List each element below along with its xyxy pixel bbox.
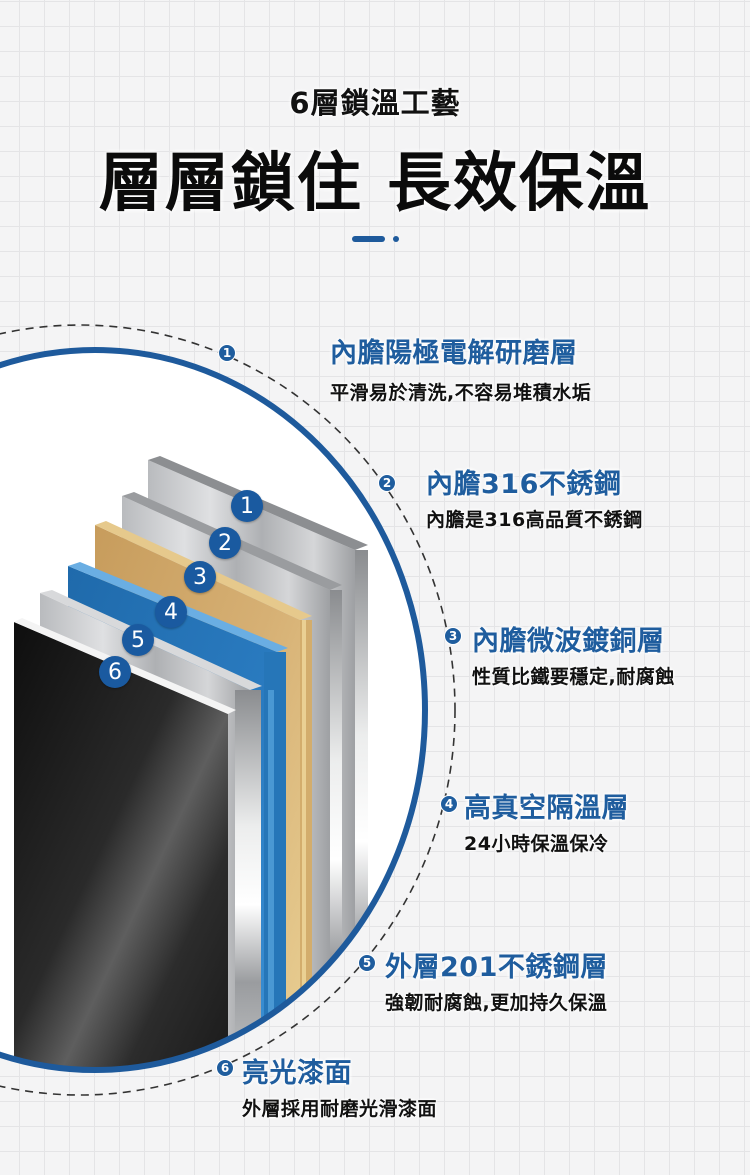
arc-marker-6: 6 <box>216 1059 234 1077</box>
feature-4-desc: 24小時保溫保冷 <box>464 833 609 855</box>
feature-5: 外層201不銹鋼層 強韌耐腐蝕,更加持久保溫 <box>385 945 608 1015</box>
layer-badge-2: 2 <box>209 527 241 559</box>
feature-1: 內膽陽極電解研磨層 平滑易於清洗,不容易堆積水垢 <box>330 331 591 405</box>
feature-5-title: 外層201不銹鋼層 <box>385 952 608 983</box>
feature-2-desc: 內膽是316高品質不銹鋼 <box>426 509 643 531</box>
feature-6-desc: 外層採用耐磨光滑漆面 <box>242 1098 438 1120</box>
layer-badge-1: 1 <box>231 490 263 522</box>
feature-3-desc: 性質比鐵要穩定,耐腐蝕 <box>472 666 675 688</box>
arc-marker-5: 5 <box>358 954 376 972</box>
accent-dot <box>393 236 399 242</box>
accent-bar <box>352 236 385 242</box>
layer-badge-4: 4 <box>155 596 187 628</box>
dashed-guide-arc <box>0 324 456 1096</box>
feature-1-title: 內膽陽極電解研磨層 <box>330 338 578 369</box>
feature-6-title: 亮光漆面 <box>242 1058 352 1089</box>
arc-marker-4: 4 <box>440 795 458 813</box>
feature-4-title: 高真空隔溫層 <box>464 793 629 824</box>
arc-marker-1: 1 <box>218 344 236 362</box>
subtitle: 6層鎖溫工藝 <box>289 86 461 120</box>
feature-5-desc: 強韌耐腐蝕,更加持久保溫 <box>385 992 608 1014</box>
page-title: 層層鎖住 長效保溫 <box>98 147 652 221</box>
feature-3: 內膽微波鍍銅層 性質比鐵要穩定,耐腐蝕 <box>472 619 675 689</box>
feature-1-desc: 平滑易於清洗,不容易堆積水垢 <box>330 382 592 404</box>
feature-2-title: 內膽316不銹鋼 <box>426 469 622 500</box>
feature-6: 亮光漆面 外層採用耐磨光滑漆面 <box>242 1051 437 1121</box>
blue-ring <box>0 347 428 1073</box>
layer-badge-5: 5 <box>122 624 154 656</box>
feature-3-title: 內膽微波鍍銅層 <box>472 626 665 657</box>
arc-marker-3: 3 <box>444 627 462 645</box>
feature-2: 內膽316不銹鋼 內膽是316高品質不銹鋼 <box>426 462 643 532</box>
layer-badge-3: 3 <box>184 561 216 593</box>
feature-4: 高真空隔溫層 24小時保溫保冷 <box>464 786 629 856</box>
arc-marker-2: 2 <box>378 474 396 492</box>
layer-badge-6: 6 <box>99 656 131 688</box>
